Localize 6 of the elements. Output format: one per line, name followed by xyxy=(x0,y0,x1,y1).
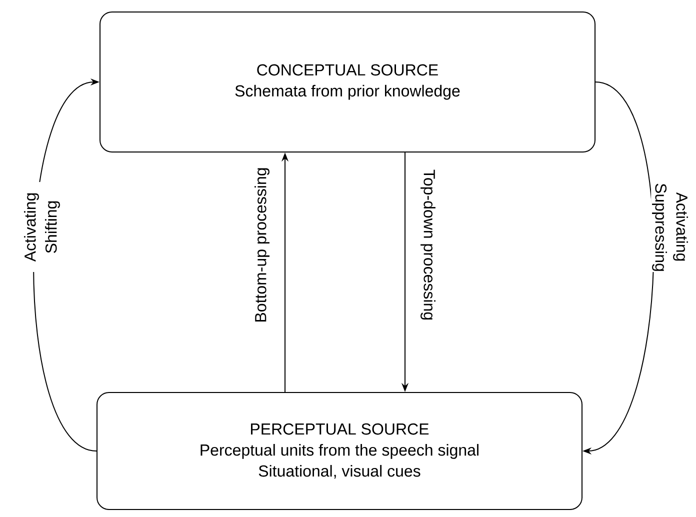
source-box: PERCEPTUAL SOURCE Perceptual units from the speech signal Situational, visual cues xyxy=(96,392,582,510)
edge-label: Activating Suppressing xyxy=(651,182,689,272)
edge-label: Activating Shifting xyxy=(23,182,61,272)
source-box: CONCEPTUAL SOURCE Schemata from prior knowledge xyxy=(100,12,596,152)
edge-label: Top-down processing xyxy=(420,168,436,322)
edge-label: Bottom-up processing xyxy=(254,166,270,324)
